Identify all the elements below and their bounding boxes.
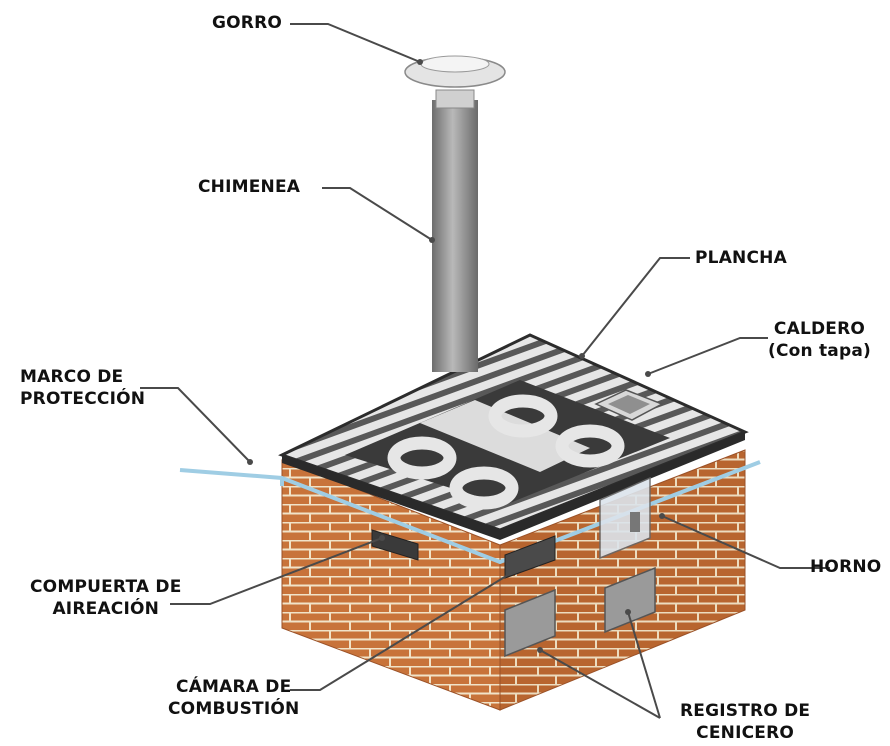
burner-ring-3 <box>488 394 558 438</box>
brick-right-face <box>499 449 746 711</box>
caldero-lid <box>608 395 650 414</box>
leader-marco <box>140 387 251 463</box>
leader-arrowheads <box>247 59 665 653</box>
horno-door <box>599 476 651 560</box>
label-horno: HORNO <box>810 557 882 577</box>
label-plancha: PLANCHA <box>695 248 787 268</box>
leader-horno <box>661 515 830 569</box>
leader-registro-1 <box>539 649 661 719</box>
burner-ring-1 <box>387 436 457 480</box>
label-caldero: CALDERO (Con tapa) <box>768 319 871 361</box>
registro-door-2 <box>604 566 656 634</box>
leader-registro-2 <box>627 611 661 719</box>
horno-handle <box>630 512 640 532</box>
leader-caldero <box>647 337 768 375</box>
label-registro: REGISTRO DE CENICERO <box>680 701 811 743</box>
chimenea-pipe <box>432 100 478 372</box>
leader-plancha <box>581 257 690 357</box>
label-marco: MARCO DE PROTECCIÓN <box>20 367 146 409</box>
label-camara: CÁMARA DE COMBUSTIÓN <box>168 677 300 719</box>
label-gorro: GORRO <box>212 13 283 33</box>
label-chimenea: CHIMENEA <box>198 177 301 197</box>
burner-divider <box>420 400 590 472</box>
chimney-collar <box>435 89 475 109</box>
label-compuerta: COMPUERTA DE AIREACIÓN <box>30 577 182 619</box>
leader-lines <box>140 23 830 719</box>
burner-rings <box>387 394 625 510</box>
gorro-cap-top <box>420 55 490 73</box>
leader-camara <box>290 569 517 691</box>
leader-compuerta <box>170 537 383 605</box>
leader-chimenea <box>322 187 433 241</box>
burner-ring-2 <box>449 466 519 510</box>
registro-door-1 <box>504 588 556 658</box>
leader-gorro <box>290 23 421 63</box>
burner-ring-4 <box>555 424 625 468</box>
